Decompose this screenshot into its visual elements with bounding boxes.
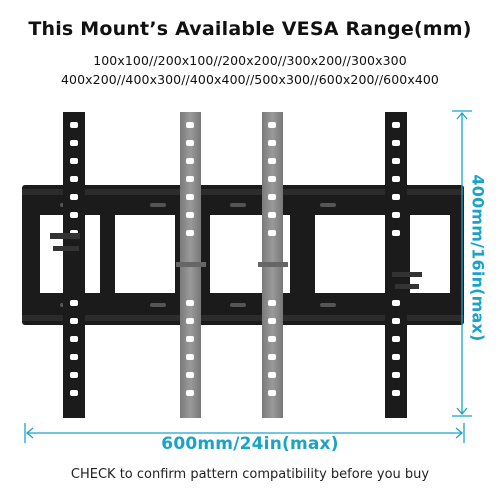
width-dimension-arrow bbox=[24, 423, 465, 443]
height-dimension-label: 400mm/16in(max) bbox=[468, 174, 488, 342]
wall-plate bbox=[22, 185, 464, 325]
middle-left-gray-arm bbox=[176, 112, 206, 418]
vesa-range-line-2: 400x200//400x300//400x400//500x300//600x… bbox=[60, 72, 439, 87]
middle-right-gray-arm bbox=[258, 112, 288, 418]
left-mounting-arm bbox=[50, 112, 85, 418]
height-dimension-arrow bbox=[452, 110, 472, 417]
vesa-range-line-1: 100x100//200x100//200x200//300x200//300x… bbox=[93, 53, 407, 68]
page-title: This Mount’s Available VESA Range(mm) bbox=[28, 18, 472, 40]
right-mounting-arm bbox=[385, 112, 422, 418]
width-dimension-label: 600mm/24in(max) bbox=[161, 434, 339, 454]
compatibility-note: CHECK to confirm pattern compatibility b… bbox=[70, 467, 430, 482]
